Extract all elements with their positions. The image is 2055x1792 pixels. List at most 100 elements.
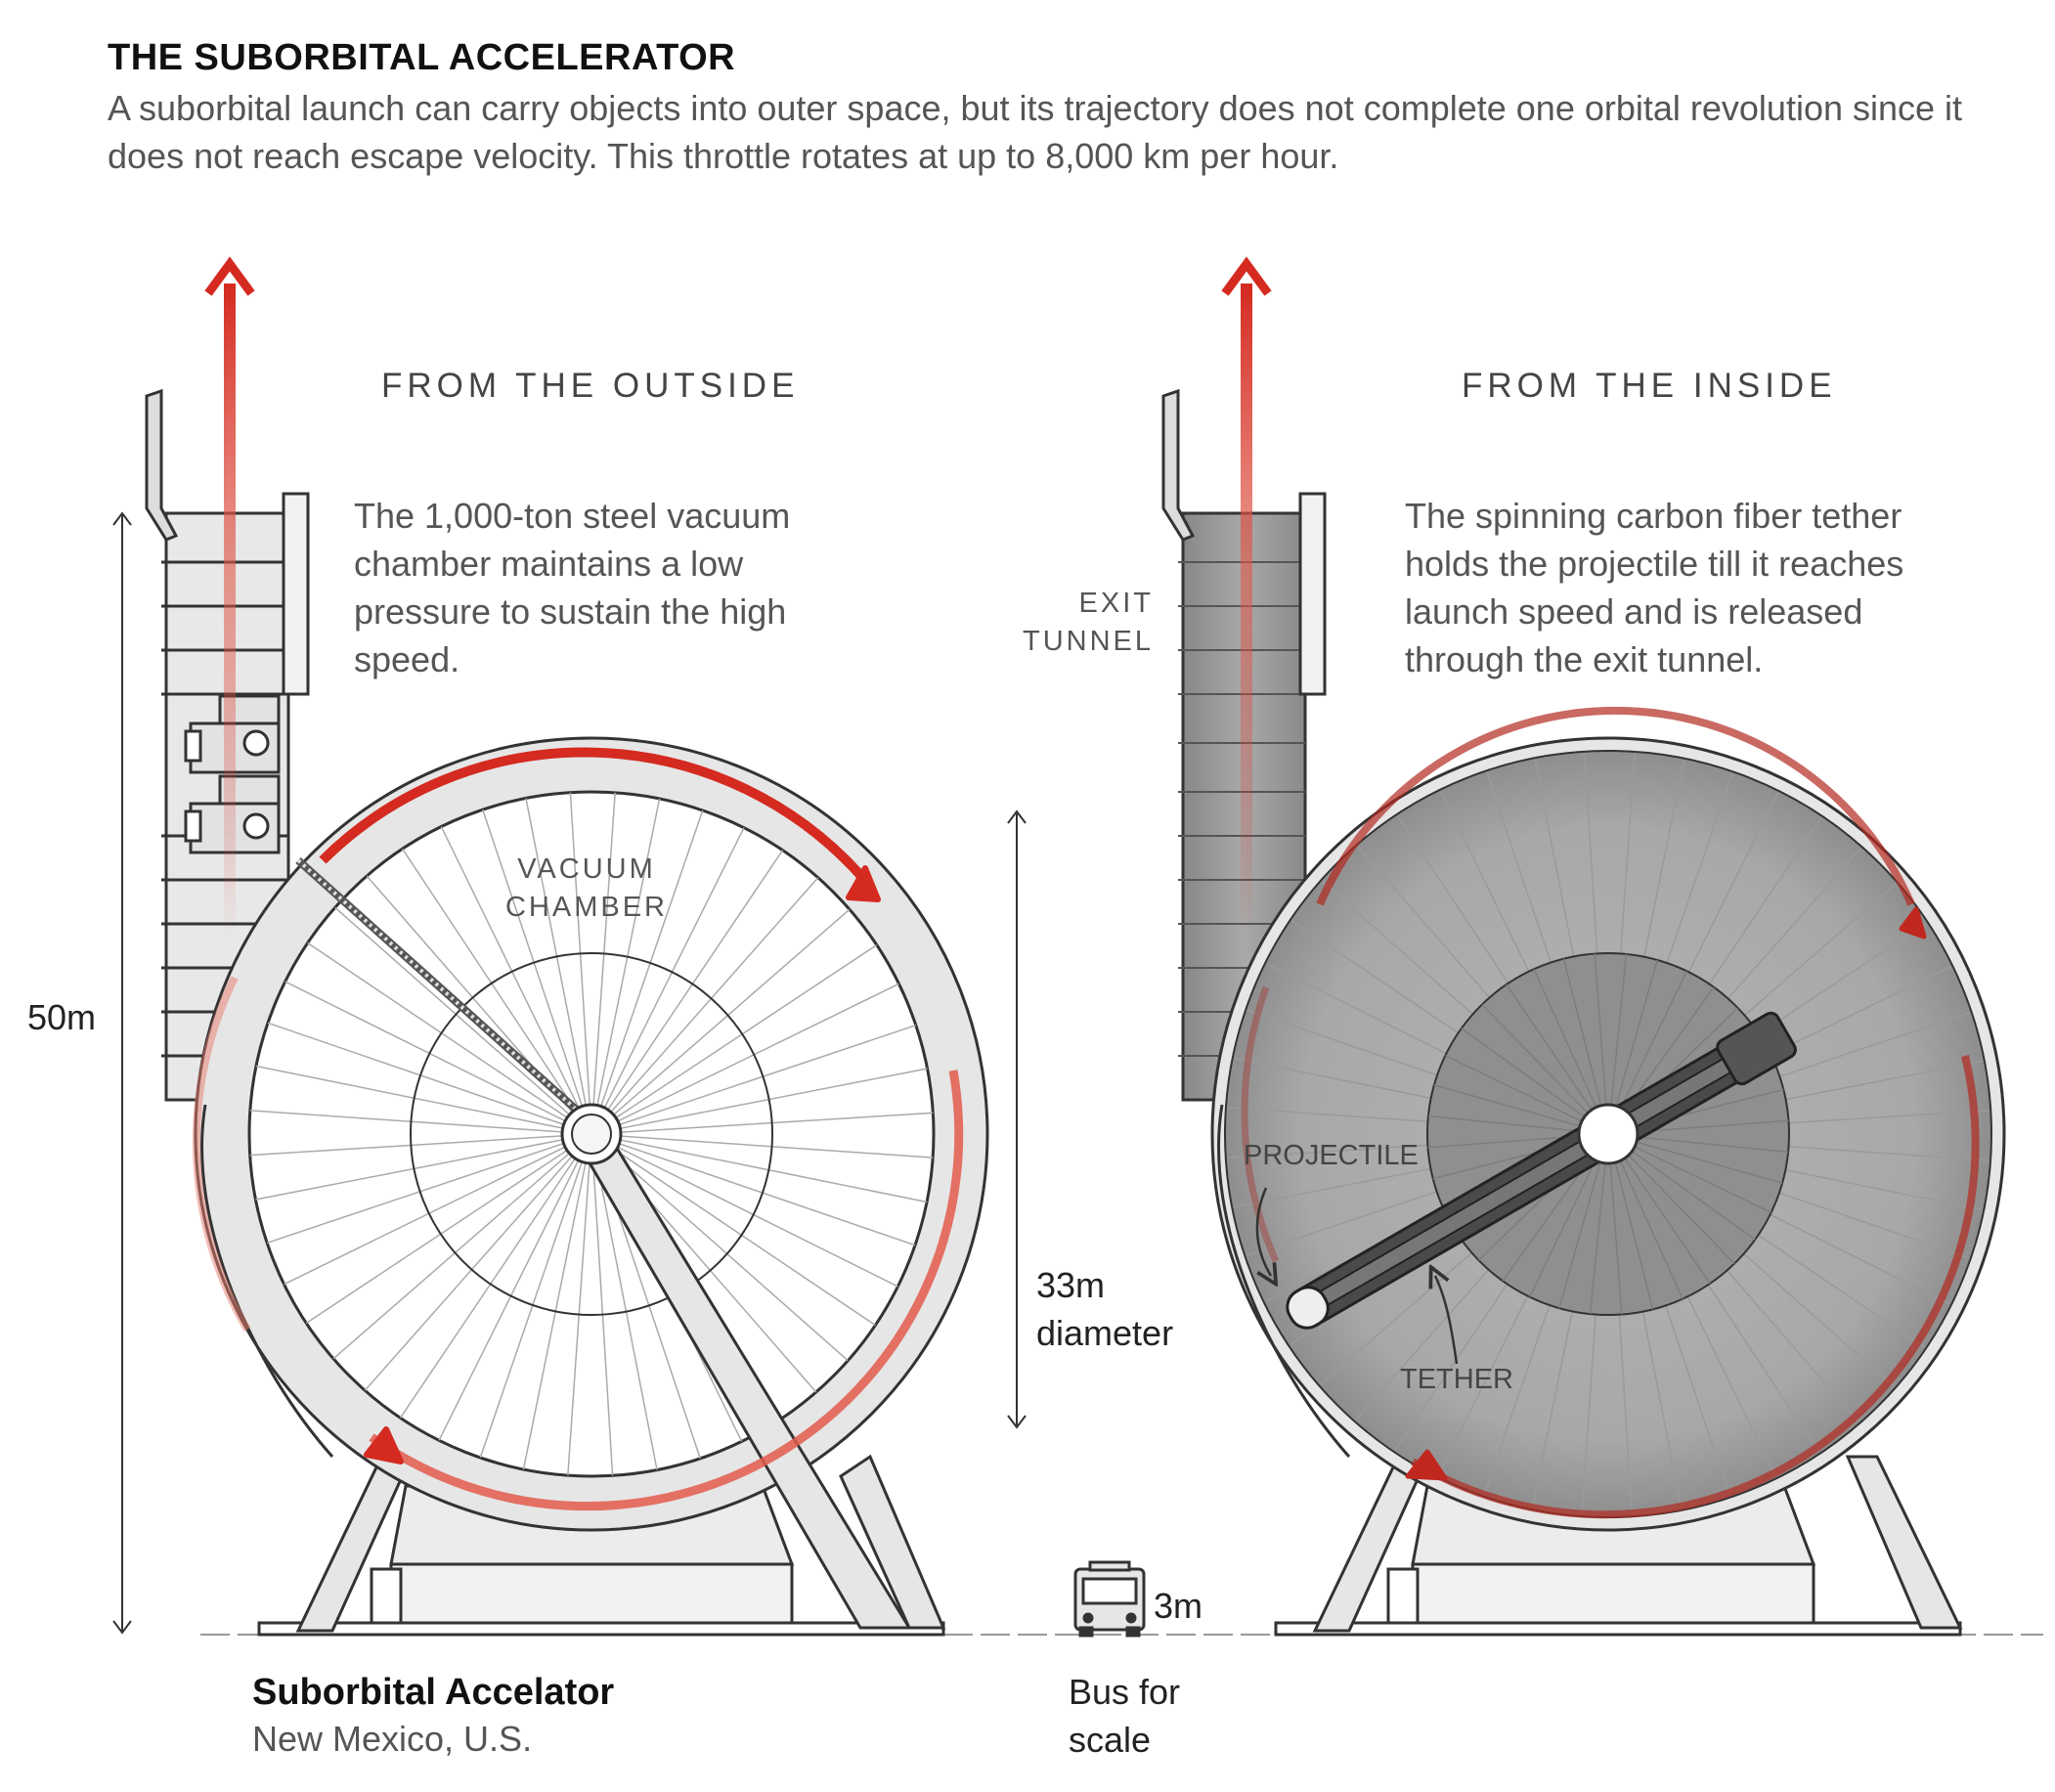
spoke-line <box>1322 881 1473 1016</box>
spoke-line <box>249 1110 563 1133</box>
spoke-line <box>1483 1304 1551 1496</box>
spoke-line <box>1788 1110 1989 1124</box>
tether-label: TETHER <box>1400 1364 1513 1395</box>
spoke-line <box>522 1162 587 1470</box>
spoke-line <box>1637 1119 1789 1133</box>
spoke-line <box>607 850 784 1111</box>
spoke-line <box>1726 1270 1859 1422</box>
spoke-line <box>332 1153 570 1360</box>
spoke-line <box>1355 1269 1490 1420</box>
spoke-line <box>1234 1167 1431 1208</box>
inside-view <box>1161 256 2006 1637</box>
spoke-line <box>1770 966 1951 1056</box>
spoke-line <box>615 1150 876 1327</box>
spoke-line <box>1433 1084 1581 1127</box>
spoke-line <box>592 792 616 1106</box>
spoke-line <box>438 1159 580 1441</box>
spoke-line <box>1758 1234 1925 1348</box>
spoke-line <box>1357 846 1491 998</box>
spoke-line <box>1609 1162 1623 1315</box>
vacuum-chamber-label: VACUUM CHAMBER <box>504 853 668 923</box>
inside-description: The spinning carbon fiber tether holds t… <box>1405 496 1904 679</box>
spoke-line <box>284 1146 566 1286</box>
spoke-line <box>1624 986 1715 1112</box>
outside-view <box>145 256 989 1637</box>
spoke-line <box>1619 1160 1683 1299</box>
spoke-line <box>1246 1009 1438 1076</box>
spoke-line <box>1440 791 1530 973</box>
spoke-line <box>1529 1159 1596 1297</box>
spoke-line <box>1394 1284 1508 1451</box>
spoke-line <box>267 1022 564 1125</box>
page-title: THE SUBORBITAL ACCELERATOR <box>108 37 736 78</box>
spoke-line <box>1743 1252 1895 1387</box>
spoke-line <box>619 1024 917 1126</box>
spoke-line <box>1581 1314 1596 1515</box>
spoke-line <box>600 809 704 1107</box>
spoke-line <box>1641 1311 1683 1508</box>
spoke-line <box>1634 1146 1771 1213</box>
spoke-line <box>1620 971 1687 1109</box>
spoke-line <box>1744 883 1897 1017</box>
spoke-line <box>1758 922 1927 1035</box>
caption-title: Suborbital Accelator <box>252 1672 615 1713</box>
spoke-line <box>1687 792 1779 973</box>
spoke-line <box>1637 1136 1789 1154</box>
spoke-line <box>1628 1154 1735 1264</box>
diameter-dimension <box>1007 809 1027 1429</box>
spoke-line <box>1686 1295 1776 1477</box>
spoke-line <box>1234 1057 1431 1099</box>
spoke-line <box>440 826 580 1109</box>
spoke-line <box>1665 1305 1730 1496</box>
spoke-line <box>307 941 568 1118</box>
bus-icon <box>1073 1560 1146 1638</box>
spoke-line <box>1589 1162 1606 1315</box>
spoke-line <box>525 798 587 1106</box>
spoke-line <box>1636 1141 1783 1184</box>
spoke-line <box>619 1143 916 1246</box>
spoke-line <box>1610 953 1628 1106</box>
spoke-line <box>1631 1150 1756 1241</box>
spoke-line <box>1788 1146 1989 1161</box>
spoke-line <box>1486 772 1552 963</box>
spoke-line <box>481 809 584 1107</box>
spoke-line <box>567 1162 590 1476</box>
spoke-line <box>364 1155 573 1391</box>
spoke-line <box>284 981 566 1122</box>
spoke-line <box>617 983 899 1122</box>
exit-tunnel-label: EXIT TUNNEL <box>1022 588 1154 657</box>
spoke-line <box>1427 1115 1580 1132</box>
spoke-line <box>569 792 590 1106</box>
spoke-line <box>401 848 577 1111</box>
spoke-line <box>1437 1295 1529 1476</box>
spoke-line <box>620 1068 928 1129</box>
spoke-line <box>1558 1161 1601 1309</box>
spoke-line <box>610 877 819 1114</box>
spoke-line <box>596 1162 658 1470</box>
spoke-line <box>1227 1144 1428 1158</box>
spoke-line <box>1615 959 1658 1107</box>
bus-height-label: 3m <box>1154 1586 1203 1626</box>
spoke-line <box>613 908 851 1115</box>
spoke-line <box>1770 1213 1950 1305</box>
spoke-line <box>617 1146 898 1288</box>
bus-caption: Bus for scale <box>1069 1672 1181 1760</box>
spoke-line <box>596 798 661 1106</box>
spoke-line <box>1502 1157 1593 1282</box>
spoke-line <box>1445 1055 1583 1122</box>
spoke-line <box>1427 1135 1580 1149</box>
spoke-line <box>1562 958 1602 1107</box>
height-dimension <box>112 511 132 1635</box>
spoke-line <box>399 1158 576 1419</box>
spoke-line <box>1533 969 1597 1108</box>
spoke-line <box>1785 1060 1983 1101</box>
spoke-line <box>615 943 878 1119</box>
caption-location: New Mexico, U.S. <box>252 1719 533 1759</box>
spoke-line <box>620 1135 934 1158</box>
spoke-line <box>1584 753 1598 954</box>
spoke-line <box>1227 1107 1428 1122</box>
spoke-line <box>1620 753 1636 954</box>
spoke-line <box>266 1142 564 1245</box>
spoke-line <box>479 1161 583 1459</box>
